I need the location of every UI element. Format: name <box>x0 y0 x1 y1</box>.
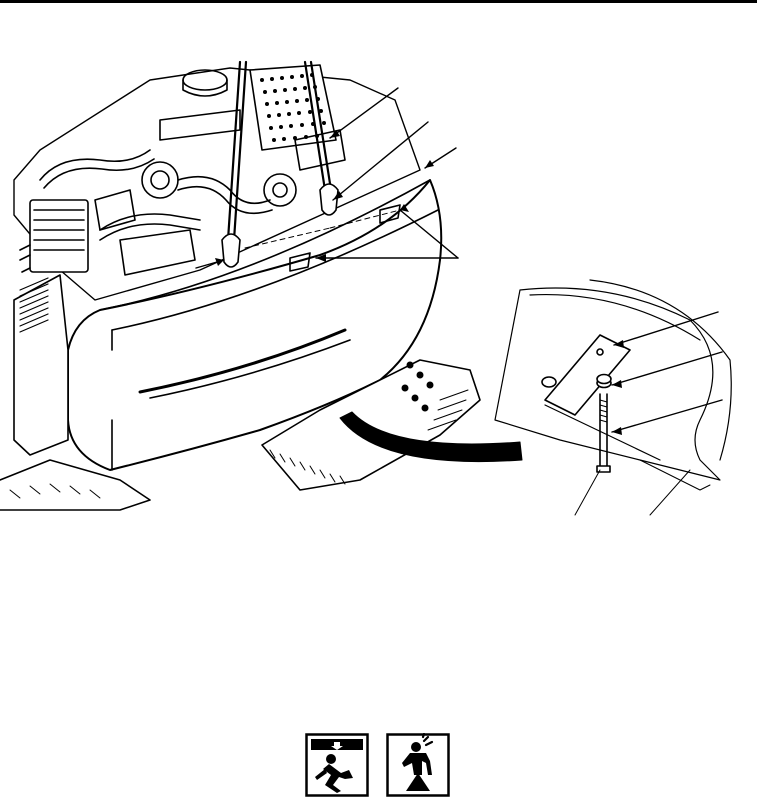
crawler-track <box>0 359 481 511</box>
lifting-sling <box>221 60 339 268</box>
bolt-detail-view <box>494 279 732 516</box>
heavy-lift-icon <box>386 733 450 797</box>
heavy-object-crush-icon <box>305 733 369 797</box>
warning-icons <box>305 733 455 799</box>
counterweight-removal-figure <box>0 60 732 516</box>
engine-components <box>19 109 346 276</box>
header-rule <box>0 0 757 3</box>
counterweight <box>67 179 443 471</box>
